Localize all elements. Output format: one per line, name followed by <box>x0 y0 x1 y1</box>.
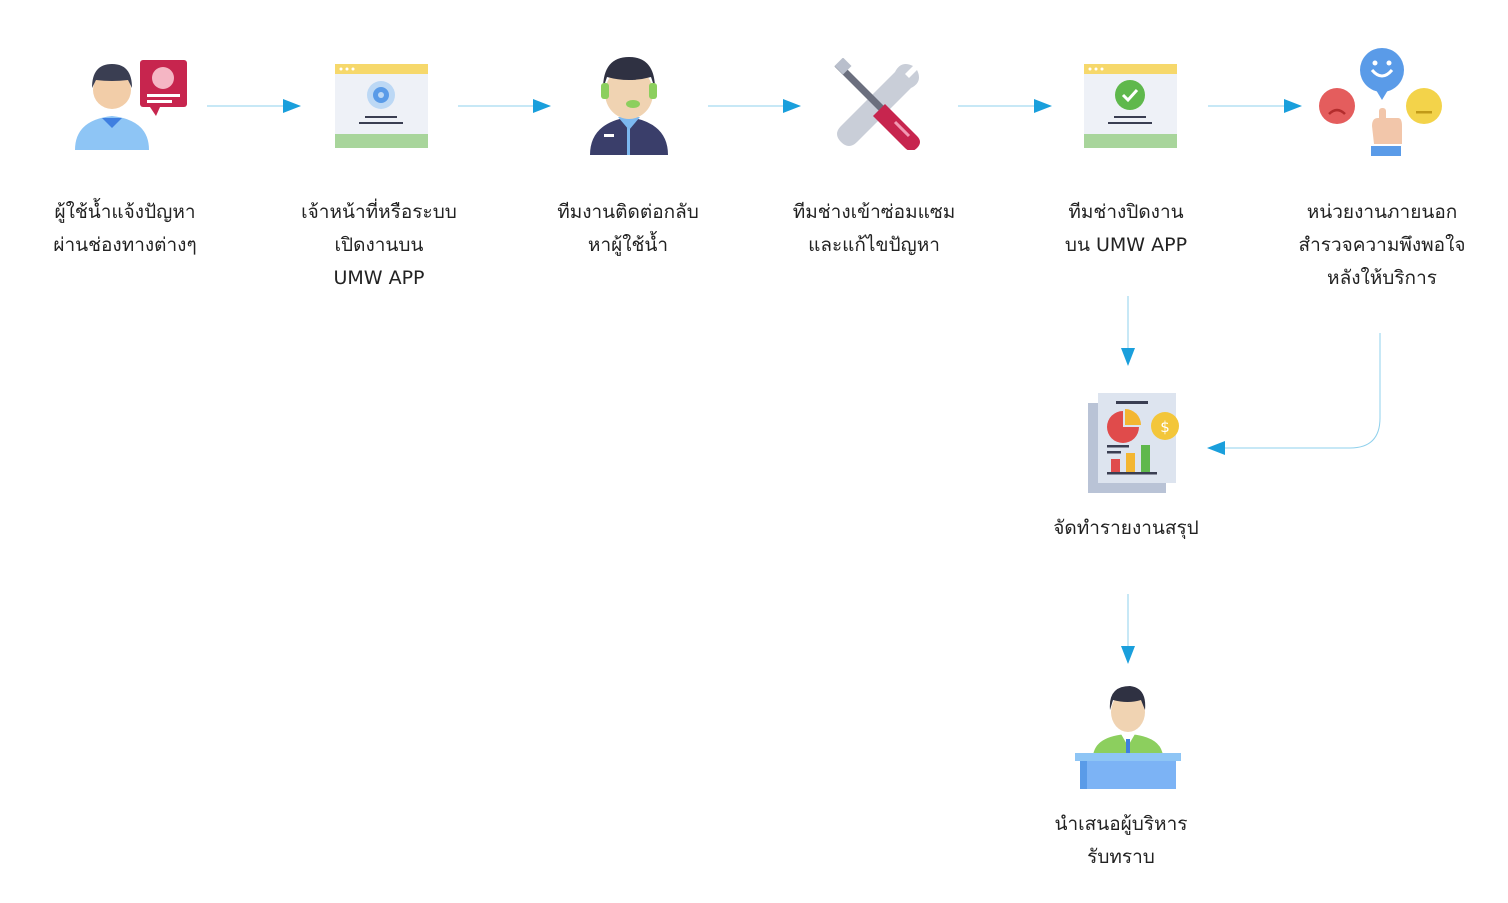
label-line: เจ้าหน้าที่หรือระบบ <box>301 201 457 223</box>
label-line: หน่วยงานภายนอก <box>1306 201 1458 223</box>
user-complaint-icon <box>75 60 187 150</box>
label-line: ทีมช่างปิดงาน <box>1068 201 1184 223</box>
label-line: จัดทำรายงานสรุป <box>1053 517 1199 539</box>
label-line: นำเสนอผู้บริหาร <box>1054 813 1188 835</box>
present-label: นำเสนอผู้บริหารรับทราบ <box>991 808 1251 874</box>
label-line: ผู้ใช้น้ำแจ้งปัญหา <box>54 201 196 223</box>
label-line: ผ่านช่องทางต่างๆ <box>53 234 197 256</box>
step-1-label: ผู้ใช้น้ำแจ้งปัญหาผ่านช่องทางต่างๆ <box>0 196 255 262</box>
label-line: บน UMW APP <box>1064 234 1188 256</box>
report-label: จัดทำรายงานสรุป <box>996 512 1256 545</box>
step-5-label: ทีมช่างปิดงานบน UMW APP <box>996 196 1256 262</box>
tools-icon <box>834 58 920 150</box>
call-center-agent-icon <box>590 57 668 155</box>
summary-report-icon: $ <box>1088 393 1179 493</box>
step-4-label: ทีมช่างเข้าซ่อมแซมและแก้ไขปัญหา <box>744 196 1004 262</box>
step-6-label: หน่วยงานภายนอกสำรวจความพึงพอใจหลังให้บริ… <box>1252 196 1508 295</box>
label-line: ทีมงานติดต่อกลับ <box>557 201 699 223</box>
app-settings-window-icon <box>335 64 428 148</box>
presenter-icon <box>1075 686 1181 789</box>
step-2-label: เจ้าหน้าที่หรือระบบเปิดงานบน UMW APP <box>249 196 509 295</box>
label-line: และแก้ไขปัญหา <box>808 234 940 256</box>
satisfaction-survey-icon <box>1319 48 1442 156</box>
svg-text:$: $ <box>1160 418 1170 436</box>
arrow-6-report <box>1207 333 1381 455</box>
label-line: หลังให้บริการ <box>1327 267 1437 289</box>
label-line: เปิดงานบน <box>334 234 424 256</box>
label-line: ทีมช่างเข้าซ่อมแซม <box>792 201 956 223</box>
app-check-window-icon <box>1084 64 1177 148</box>
label-line: หาผู้ใช้น้ำ <box>587 234 669 256</box>
step-3-label: ทีมงานติดต่อกลับหาผู้ใช้น้ำ <box>498 196 758 262</box>
label-line: UMW APP <box>333 267 425 289</box>
label-line: สำรวจความพึงพอใจ <box>1298 234 1466 256</box>
label-line: รับทราบ <box>1087 846 1155 868</box>
